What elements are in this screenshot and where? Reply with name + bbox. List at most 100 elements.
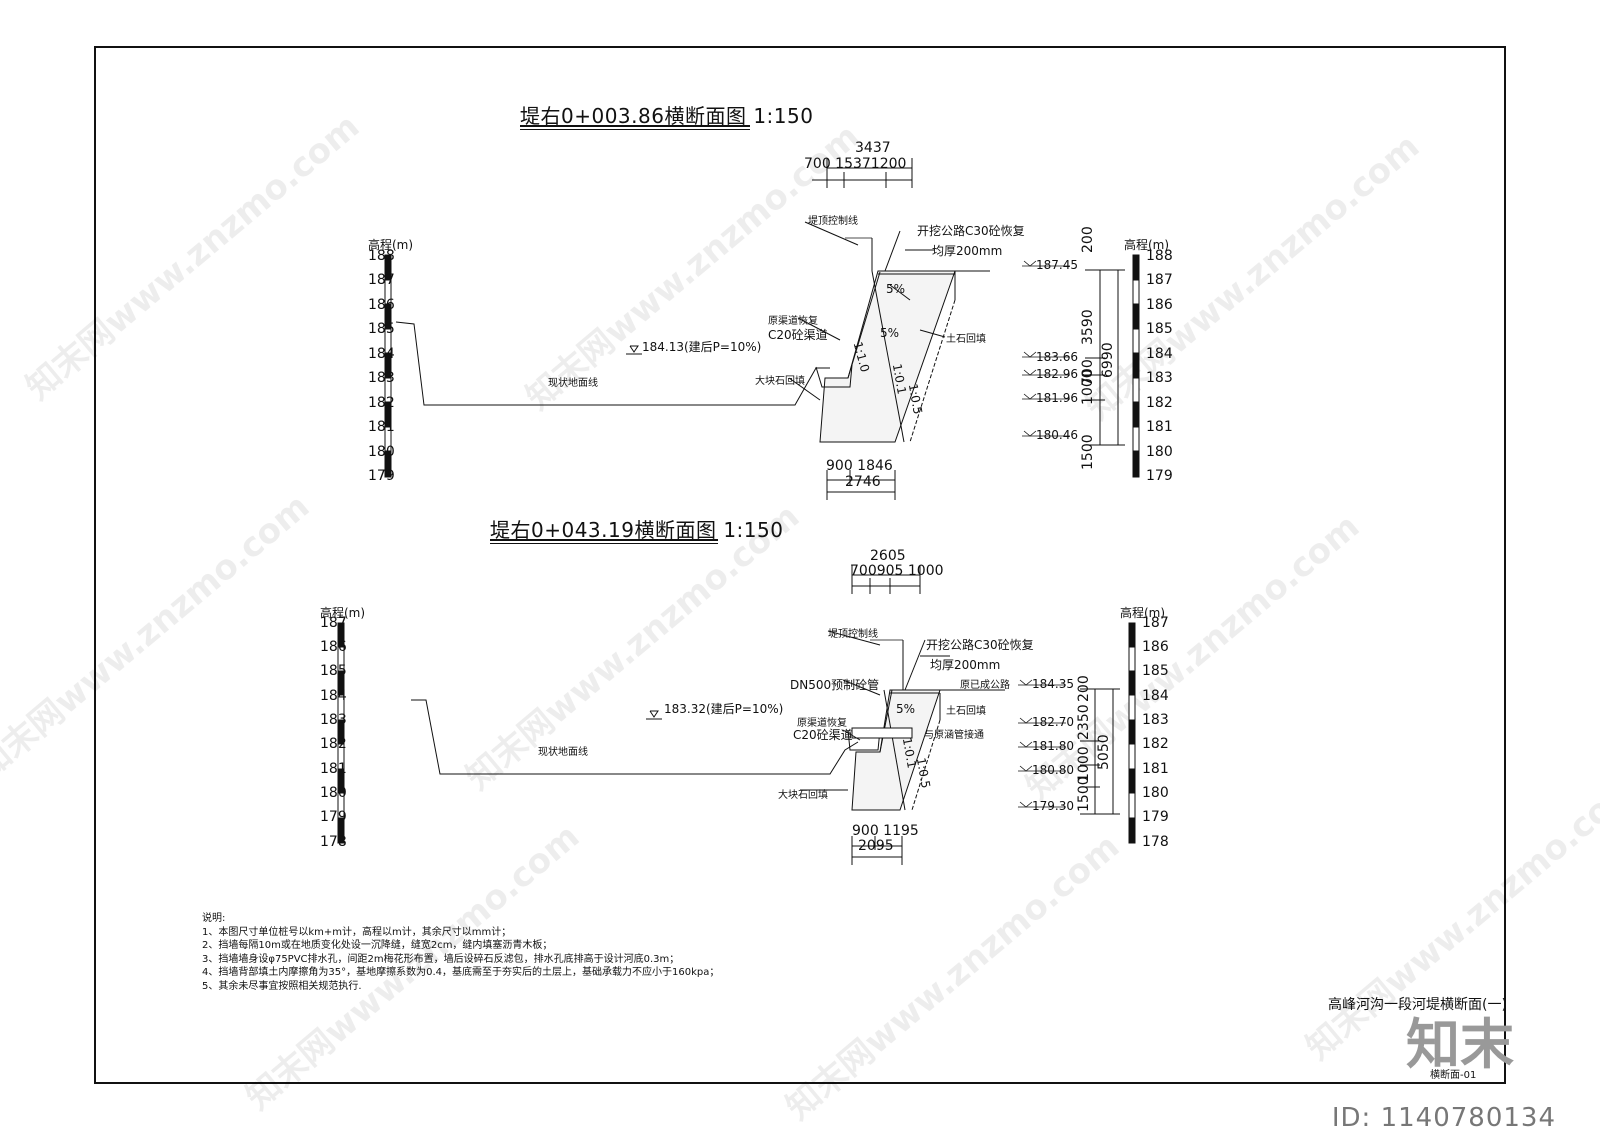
tick-label: 182 <box>320 736 347 752</box>
vertical-dimension-1: 3590 <box>1080 309 1096 345</box>
tick-label: 178 <box>1142 834 1169 850</box>
label-channel-1: 原渠道恢复 <box>768 316 818 327</box>
tick-label: 181 <box>320 761 347 777</box>
vertical-dimension-1: 6990 <box>1100 342 1116 378</box>
tick-label: 185 <box>320 663 347 679</box>
dimension-top-total-1: 3437 <box>855 140 891 156</box>
tick-label: 183 <box>1146 370 1173 386</box>
tick-label: 187 <box>1146 272 1173 288</box>
dimension-top-parts-2: 700905 1000 <box>850 563 944 579</box>
tick-label: 182 <box>1146 395 1173 411</box>
dimension-bottom-parts-2: 900 1195 <box>852 823 919 839</box>
vertical-dimension-1: 200 <box>1080 226 1096 253</box>
tick-label: 181 <box>1142 761 1169 777</box>
watermark-id: ID: 1140780134 <box>1331 1103 1556 1133</box>
tick-label: 184 <box>368 346 395 362</box>
slope-label: 5% <box>886 282 906 296</box>
elevation-scale-right-2 <box>1128 622 1136 844</box>
dimension-bottom-parts-1: 900 1846 <box>826 458 893 474</box>
axis-label-left-2: 高程(m) <box>320 606 366 620</box>
tick-label: 183 <box>368 370 395 386</box>
vertical-dimension-1: 1500 <box>1080 434 1096 470</box>
vertical-dimension-2: 1500 <box>1076 776 1092 812</box>
elevation-mark-2: 179.30 <box>1032 799 1074 813</box>
tick-label: 182 <box>1142 736 1169 752</box>
note-line: 5、其余未尽事宜按照相关规范执行. <box>202 980 362 992</box>
tick-label: 178 <box>320 834 347 850</box>
tick-label: 185 <box>1146 321 1173 337</box>
tick-label: 181 <box>1146 419 1173 435</box>
ground-line-2 <box>411 699 859 775</box>
tick-label: 182 <box>368 395 395 411</box>
elevation-mark-2: 182.70 <box>1032 715 1074 729</box>
elevation-scale-left-2 <box>337 622 345 844</box>
dimension-bottom-total-2: 2095 <box>858 838 894 854</box>
tick-label: 186 <box>1146 297 1173 313</box>
tick-label: 185 <box>368 321 395 337</box>
elevation-mark-1: 183.66 <box>1036 350 1078 364</box>
label-road-thickness-2: 均厚200mm <box>930 658 1001 672</box>
label-rock-fill-1: 大块石回填 <box>755 376 805 387</box>
tick-label: 184 <box>1146 346 1173 362</box>
watermark-logo: 知末 <box>1406 1013 1514 1076</box>
tick-label: 180 <box>320 785 347 801</box>
tick-label: 186 <box>320 639 347 655</box>
label-ground-2: 现状地面线 <box>538 747 588 758</box>
tick-label: 180 <box>1142 785 1169 801</box>
dimension-bottom-total-1: 2746 <box>845 474 881 490</box>
axis-label-right-1: 高程(m) <box>1124 238 1170 252</box>
label-earth-fill-1: 土石回填 <box>946 334 986 345</box>
channel-2 <box>847 729 881 751</box>
label-rock-fill-2: 大块石回填 <box>778 790 828 801</box>
label-control-line-1: 堤顶控制线 <box>808 216 858 227</box>
axis-label-left-1: 高程(m) <box>368 238 414 252</box>
label-control-line-2: 堤顶控制线 <box>828 629 878 640</box>
tick-label: 187 <box>320 615 347 631</box>
elevation-mark-2: 181.80 <box>1032 739 1074 753</box>
title-underline <box>490 543 718 544</box>
tick-label: 188 <box>368 248 395 264</box>
tick-label: 179 <box>320 809 347 825</box>
label-water-level-1: 184.13(建后P=10%) <box>642 340 762 354</box>
label-water-level-2: 183.32(建后P=10%) <box>664 702 784 716</box>
vertical-dimension-1: 700 <box>1080 359 1096 386</box>
elevation-scale-left-1 <box>384 254 392 478</box>
label-pipe-2: DN500预制砼管 <box>790 678 880 692</box>
notes-heading: 说明: <box>202 913 226 924</box>
tick-label: 187 <box>1142 615 1169 631</box>
drawing-frame <box>94 46 1506 1084</box>
tick-label: 186 <box>1142 639 1169 655</box>
tick-label: 186 <box>368 297 395 313</box>
label-c20-1: C20砼渠道 <box>768 328 828 342</box>
label-road-2: 开挖公路C30砼恢复 <box>926 638 1034 652</box>
label-ground-1: 现状地面线 <box>548 378 598 389</box>
label-old-road-2: 原已成公路 <box>960 680 1010 691</box>
tick-label: 187 <box>368 272 395 288</box>
tick-label: 181 <box>368 419 395 435</box>
tick-label: 179 <box>368 468 395 484</box>
dimension-top-total-2: 2605 <box>870 548 906 564</box>
channel-1 <box>815 364 853 388</box>
label-culvert-2: 与原涵管接通 <box>924 730 984 741</box>
tick-label: 188 <box>1146 248 1173 264</box>
label-earth-fill-2: 土石回填 <box>946 706 986 717</box>
design-notes: 说明: 1、本图尺寸单位桩号以km+m计，高程以m计，其余尺寸以mm计； 2、挡… <box>202 912 719 993</box>
drawing-name: 高峰河沟一段河堤横断面(一) <box>1328 997 1507 1013</box>
elevation-scale-right-1 <box>1132 254 1140 478</box>
title-underline <box>520 129 750 130</box>
vertical-dimension-2: 200 <box>1076 675 1092 702</box>
elevation-mark-1: 180.46 <box>1036 428 1078 442</box>
label-channel-2: 原渠道恢复 <box>797 718 847 729</box>
note-line: 2、挡墙每隔10m或在地质变化处设一沉降缝，缝宽2cm，缝内填塞沥青木板； <box>202 940 553 951</box>
note-line: 1、本图尺寸单位桩号以km+m计，高程以m计，其余尺寸以mm计； <box>202 926 512 938</box>
dimension-top-parts-1: 700 15371200 <box>804 156 907 172</box>
elevation-mark-1: 182.96 <box>1036 367 1078 381</box>
tick-label: 185 <box>1142 663 1169 679</box>
label-c20-2: C20砼渠道 <box>793 728 853 742</box>
slope-label: 5% <box>880 326 900 340</box>
tick-label: 184 <box>1142 688 1169 704</box>
section-1-title: 堤右0+003.86横断面图 1:150 <box>520 104 814 128</box>
tick-label: 179 <box>1142 809 1169 825</box>
elevation-mark-1: 187.45 <box>1036 258 1078 272</box>
